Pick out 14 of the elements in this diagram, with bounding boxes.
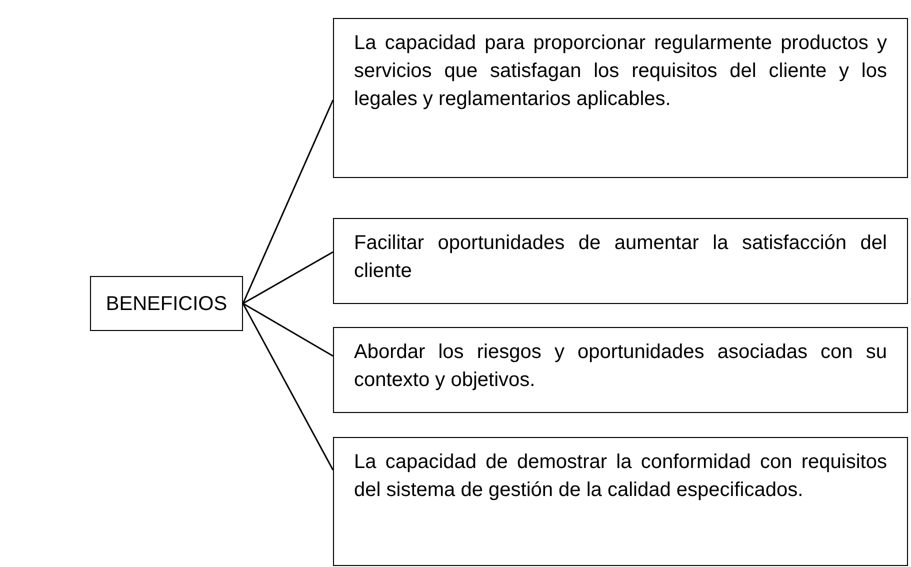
category-label: BENEFICIOS <box>106 292 228 316</box>
benefit-box <box>333 18 908 178</box>
benefit-text: La capacidad de demostrar la conformidad con requisitos del sistema de gestión de la calidad especificados. <box>354 450 887 503</box>
benefit-box <box>333 437 908 566</box>
benefit-box <box>333 218 908 304</box>
connector-line <box>242 100 334 304</box>
benefit-text: Facilitar oportunidades de aumentar la satisfacción del cliente <box>354 231 887 284</box>
category-box <box>90 276 243 331</box>
benefit-text: Abordar los riesgos y oportunidades asociadas con su contexto y objetivos. <box>354 340 887 393</box>
connector-line <box>242 303 334 470</box>
benefit-text: La capacidad para proporcionar regularmente productos y servicios que satisfagan los requisitos del cliente y los legales y reglamentarios aplicables. <box>354 31 887 112</box>
connector-line <box>242 251 334 304</box>
benefit-box <box>333 327 908 413</box>
connector-line <box>242 302 334 357</box>
